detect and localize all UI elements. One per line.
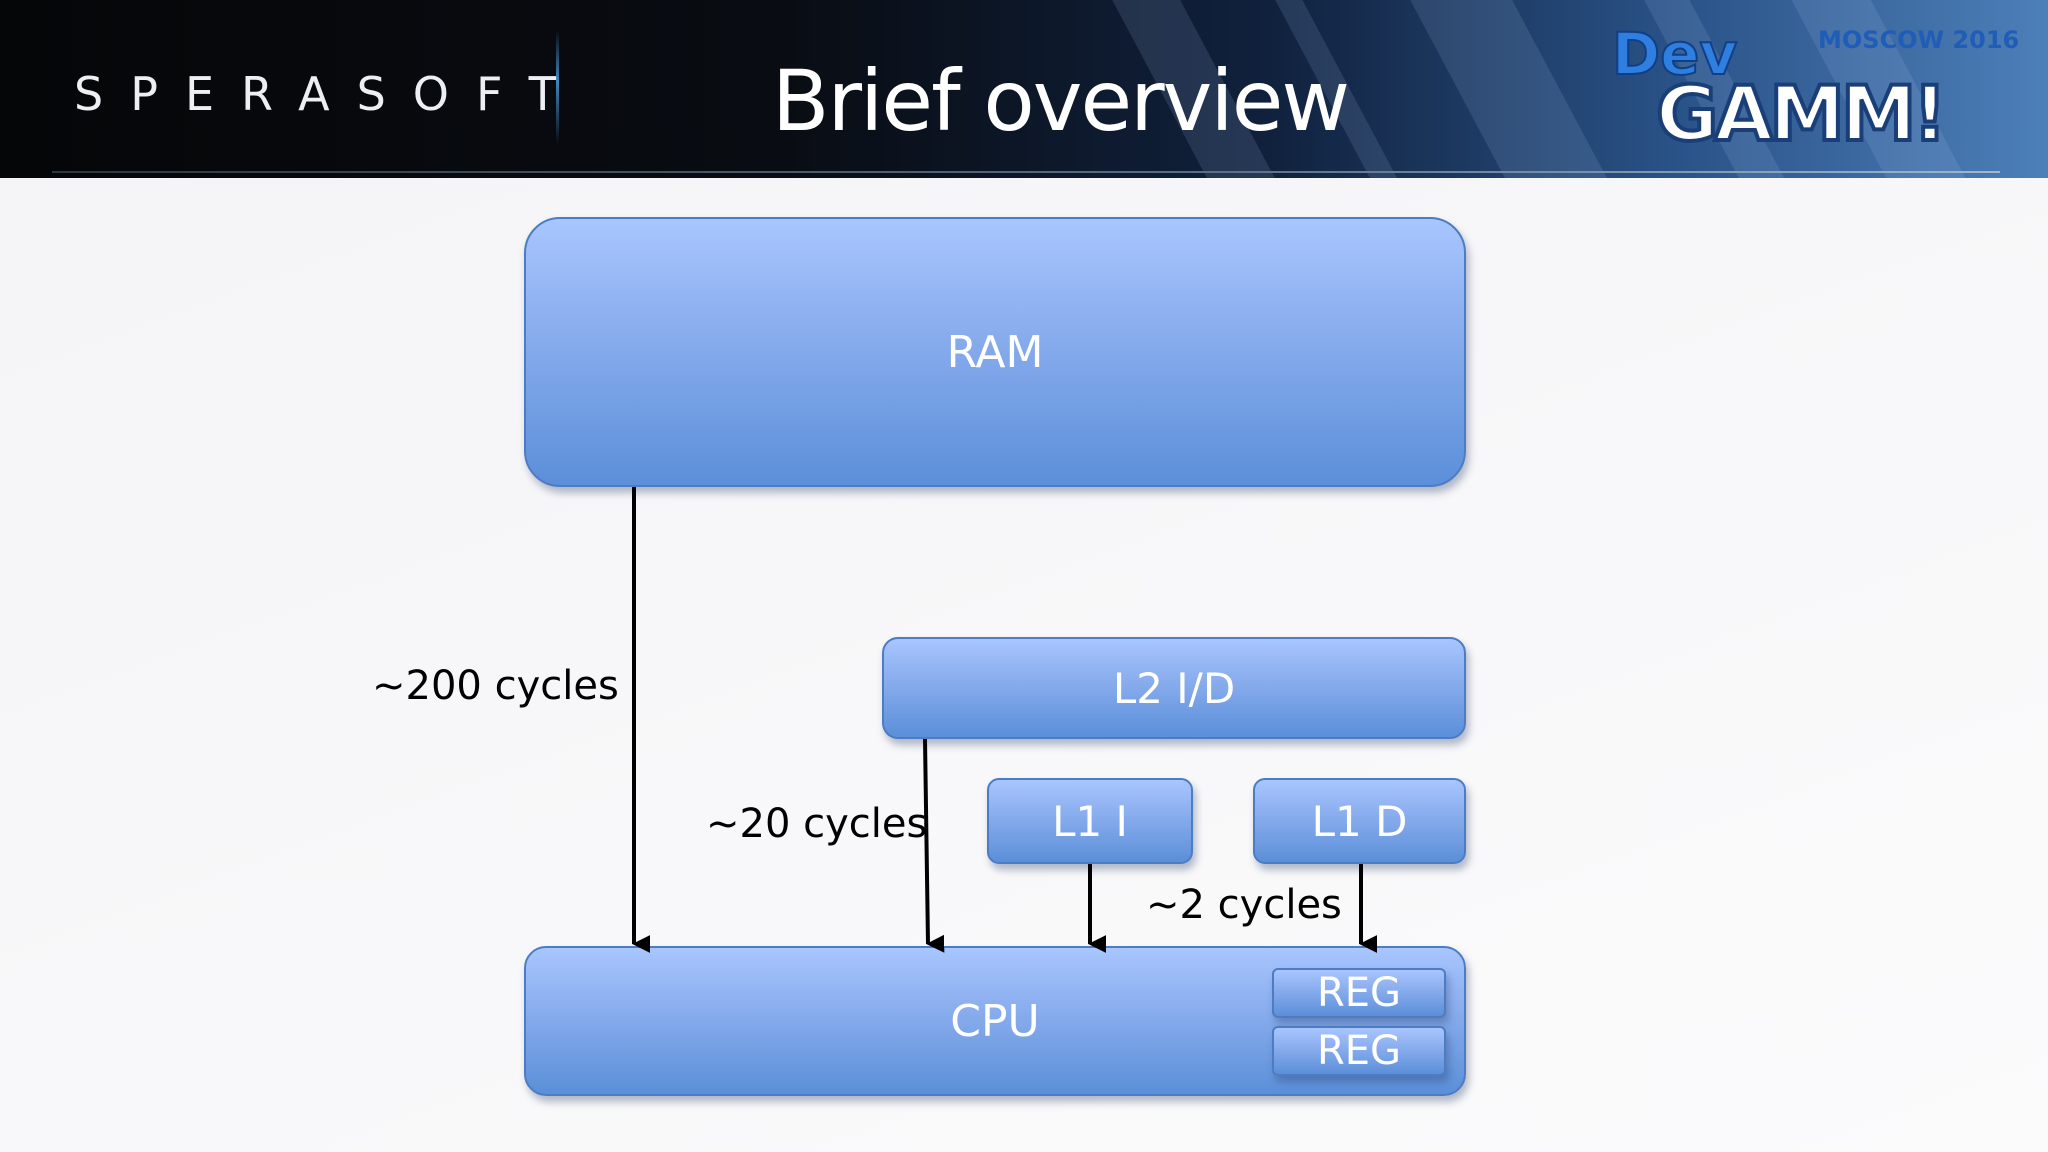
event-logo-dev: Dev bbox=[1612, 20, 1737, 88]
header-rule bbox=[52, 171, 2000, 173]
latency-label-l2: ~20 cycles bbox=[706, 801, 928, 847]
l2-label: L2 I/D bbox=[1112, 663, 1236, 713]
latency-label-l1: ~2 cycles bbox=[1146, 882, 1342, 928]
l1-instruction-cache-block: L1 I bbox=[987, 778, 1193, 864]
reg-bottom-label: REG bbox=[1316, 1028, 1402, 1074]
ram-block: RAM bbox=[524, 217, 1466, 487]
l1-data-cache-block: L1 D bbox=[1253, 778, 1466, 864]
l1d-label: L1 D bbox=[1311, 796, 1408, 846]
event-logo-city-year: MOSCOW 2016 bbox=[1818, 26, 2019, 54]
company-logo-text: SPERASOFT bbox=[74, 67, 584, 121]
slide-title: Brief overview bbox=[771, 52, 1350, 150]
arrow-l2-to-cpu bbox=[923, 738, 945, 953]
cpu-label: CPU bbox=[950, 995, 1040, 1047]
event-logo: Dev MOSCOW 2016 GAMM! bbox=[1611, 19, 2019, 160]
reg-top-label: REG bbox=[1316, 970, 1402, 1016]
event-logo-gamm: GAMM! bbox=[1656, 69, 1943, 158]
company-logo: SPERASOFT bbox=[74, 66, 584, 122]
register-block-bottom: REG bbox=[1272, 1026, 1446, 1076]
header-divider bbox=[556, 30, 559, 144]
latency-label-ram: ~200 cycles bbox=[372, 663, 619, 709]
slide-header: SPERASOFT Brief overview Dev MOSCOW 2016… bbox=[0, 0, 2048, 178]
l1i-label: L1 I bbox=[1052, 796, 1128, 846]
ram-label: RAM bbox=[946, 326, 1044, 378]
l2-cache-block: L2 I/D bbox=[882, 637, 1466, 739]
register-block-top: REG bbox=[1272, 968, 1446, 1018]
